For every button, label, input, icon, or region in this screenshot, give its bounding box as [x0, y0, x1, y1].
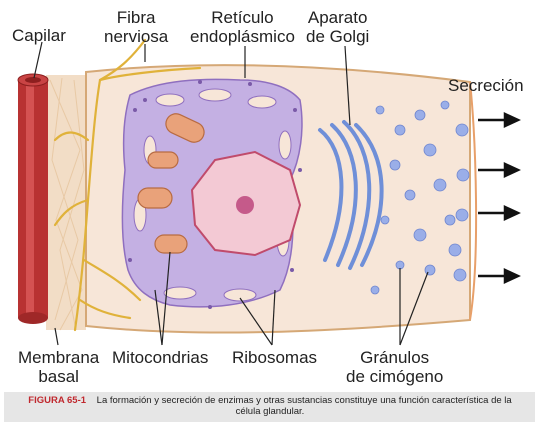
label-granulos-cimogeno: Gránulos de cimógeno — [346, 348, 443, 386]
capillary — [18, 74, 48, 324]
label-secrecion: Secreción — [448, 76, 524, 95]
nucleus — [192, 152, 300, 255]
label-fibra-nerviosa: Fibra nerviosa — [104, 8, 168, 46]
label-ribosomas: Ribosomas — [232, 348, 317, 367]
label-capilar: Capilar — [12, 26, 66, 45]
figure-number: FIGURA 65-1 — [28, 395, 86, 406]
label-reticulo-endoplasmico: Retículo endoplásmico — [190, 8, 295, 46]
label-mitocondrias: Mitocondrias — [112, 348, 208, 367]
label-membrana-basal: Membrana basal — [18, 348, 99, 386]
secretion-arrows — [478, 114, 518, 282]
caption-text: La formación y secreción de enzimas y ot… — [97, 395, 512, 417]
figure-caption: FIGURA 65-1 La formación y secreción de … — [20, 395, 520, 417]
label-aparato-golgi: Aparato de Golgi — [306, 8, 369, 46]
